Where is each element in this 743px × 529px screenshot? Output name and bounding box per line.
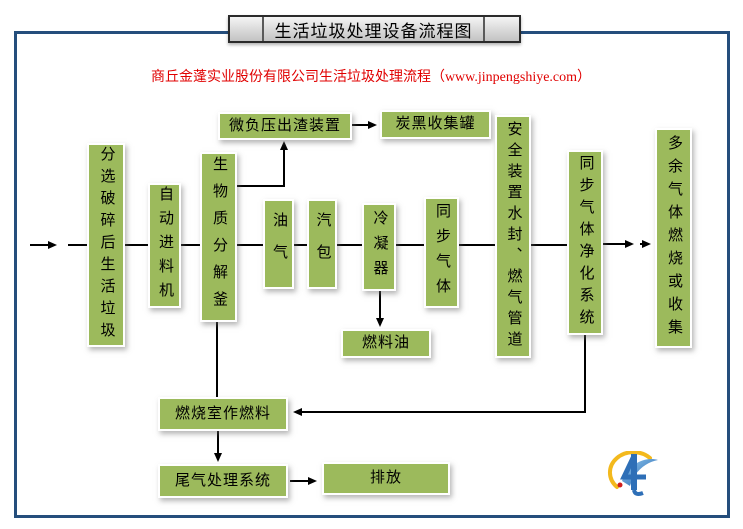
node-sync-gas: 同步气体 — [424, 197, 459, 308]
subtitle: 商丘金蓬实业股份有限公司生活垃圾处理流程（www.jinpengshiye.co… — [150, 70, 592, 85]
node-slag-discharge-device: 微负压出渣装置 — [218, 112, 352, 140]
node-steam-drum: 汽包 — [307, 199, 337, 289]
node-fuel-oil: 燃料油 — [341, 329, 431, 358]
page-title: 生活垃圾处理设备流程图 — [274, 21, 473, 41]
node-condenser: 冷凝器 — [362, 203, 396, 291]
node-biomass-kettle: 生物质分解釜 — [200, 152, 237, 322]
title-bar-left-segment — [230, 17, 264, 41]
title-bar-right-segment — [483, 17, 519, 41]
node-auto-feeder: 自动进料机 — [148, 183, 181, 308]
node-discharge: 排放 — [322, 462, 450, 495]
node-oil-gas: 油气 — [263, 199, 294, 289]
title-bar: 生活垃圾处理设备流程图 — [228, 15, 521, 43]
node-combustion-chamber: 燃烧室作燃料 — [158, 397, 288, 431]
jinpeng-logo-icon — [607, 451, 658, 496]
node-surplus-gas-burn: 多余气体燃烧或收集 — [655, 128, 692, 348]
node-safety-water-seal: 安全装置水封、燃气管道 — [495, 115, 531, 358]
node-tail-gas-system: 尾气处理系统 — [158, 464, 288, 498]
node-gas-purify-system: 同步气体净化系统 — [567, 150, 603, 335]
node-sorted-crushed-waste: 分选破碎后生活垃圾 — [87, 143, 125, 347]
node-carbon-black-tank: 炭黑收集罐 — [380, 110, 491, 139]
